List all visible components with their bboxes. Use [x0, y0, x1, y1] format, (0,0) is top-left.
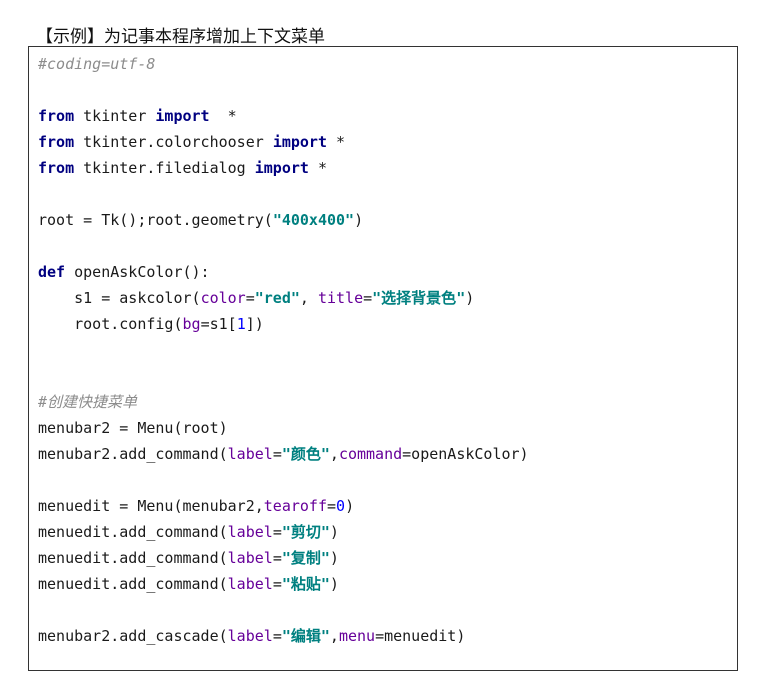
keyword-token: import	[254, 159, 309, 177]
kwarg-token: label	[227, 445, 273, 463]
number-token: 1	[236, 315, 246, 333]
code-line: menuedit.add_command(label="粘贴")	[38, 571, 529, 597]
keyword-token: from	[38, 133, 75, 151]
code-line: menuedit.add_command(label="剪切")	[38, 519, 529, 545]
code-line: from tkinter.colorchooser import *	[38, 129, 529, 155]
code-line: menuedit.add_command(label="复制")	[38, 545, 529, 571]
code-line: menuedit = Menu(menubar2,tearoff=0)	[38, 493, 529, 519]
code-token: )	[329, 575, 339, 593]
keyword-token: def	[38, 263, 66, 281]
code-line: menubar2.add_cascade(label="编辑",menu=men…	[38, 623, 529, 649]
code-token: menubar2.add_command(	[38, 445, 228, 463]
code-token: =	[272, 627, 282, 645]
keyword-token: from	[38, 159, 75, 177]
kwarg-token: label	[227, 549, 273, 567]
string-token: "选择背景色"	[372, 289, 466, 307]
string-token: "red"	[254, 289, 300, 307]
code-token: *	[327, 133, 346, 151]
code-token: =openAskColor)	[402, 445, 529, 463]
code-token: *	[308, 159, 327, 177]
kwarg-token: bg	[182, 315, 201, 333]
keyword-token: import	[272, 133, 327, 151]
code-line: menubar2 = Menu(root)	[38, 415, 529, 441]
kwarg-token: command	[338, 445, 403, 463]
code-token: tkinter.filedialog	[74, 159, 255, 177]
code-token: menubar2 = Menu(root)	[38, 419, 228, 437]
code-token: menuedit.add_command(	[38, 549, 228, 567]
code-token: )	[345, 497, 355, 515]
kwarg-token: color	[200, 289, 246, 307]
code-line	[38, 77, 529, 103]
code-token: =	[272, 575, 282, 593]
string-token: "剪切"	[281, 523, 330, 541]
code-line: root.config(bg=s1[1])	[38, 311, 529, 337]
code-line	[38, 467, 529, 493]
code-line: from tkinter import *	[38, 103, 529, 129]
string-token: "粘贴"	[281, 575, 330, 593]
code-listing: #coding=utf-8 from tkinter import *from …	[38, 51, 529, 649]
comment-token: #coding=utf-8	[38, 55, 156, 73]
code-token: =menuedit)	[375, 627, 466, 645]
code-token: openAskColor():	[65, 263, 210, 281]
comment-token: #创建快捷菜单	[38, 393, 138, 411]
code-token: )	[354, 211, 364, 229]
code-token: menuedit.add_command(	[38, 575, 228, 593]
code-line: root = Tk();root.geometry("400x400")	[38, 207, 529, 233]
code-token: =	[363, 289, 373, 307]
code-line: menubar2.add_command(label="颜色",command=…	[38, 441, 529, 467]
string-token: "编辑"	[281, 627, 330, 645]
code-token: menuedit = Menu(menubar2,	[38, 497, 264, 515]
code-line: def openAskColor():	[38, 259, 529, 285]
kwarg-token: label	[227, 627, 273, 645]
code-token: menubar2.add_cascade(	[38, 627, 228, 645]
code-line	[38, 363, 529, 389]
string-token: "复制"	[281, 549, 330, 567]
code-token: =	[272, 445, 282, 463]
code-token: *	[209, 107, 237, 125]
code-token: menuedit.add_command(	[38, 523, 228, 541]
code-line	[38, 597, 529, 623]
code-line	[38, 337, 529, 363]
code-block: #coding=utf-8 from tkinter import *from …	[28, 46, 738, 671]
number-token: 0	[336, 497, 346, 515]
code-line	[38, 181, 529, 207]
code-token: ,	[299, 289, 318, 307]
code-line: s1 = askcolor(color="red", title="选择背景色"…	[38, 285, 529, 311]
code-token: tkinter	[74, 107, 156, 125]
code-token: =	[272, 549, 282, 567]
kwarg-token: menu	[338, 627, 376, 645]
code-line: #coding=utf-8	[38, 51, 529, 77]
code-token: ])	[245, 315, 264, 333]
code-token: s1 = askcolor(	[38, 289, 201, 307]
code-token: ,	[329, 627, 339, 645]
code-token: tkinter.colorchooser	[74, 133, 273, 151]
keyword-token: import	[155, 107, 210, 125]
code-token: =	[272, 523, 282, 541]
kwarg-token: tearoff	[263, 497, 327, 515]
code-line: #创建快捷菜单	[38, 389, 529, 415]
string-token: "颜色"	[281, 445, 330, 463]
code-token: =	[245, 289, 255, 307]
string-token: "400x400"	[272, 211, 355, 229]
code-token: =	[327, 497, 337, 515]
kwarg-token: label	[227, 523, 273, 541]
code-line	[38, 233, 529, 259]
code-token: ,	[329, 445, 339, 463]
code-token: )	[465, 289, 475, 307]
code-token: root.config(	[38, 315, 183, 333]
code-token: )	[329, 549, 339, 567]
code-token: )	[329, 523, 339, 541]
kwarg-token: label	[227, 575, 273, 593]
kwarg-token: title	[317, 289, 364, 307]
code-token: root = Tk();root.geometry(	[38, 211, 273, 229]
code-token: =s1[	[200, 315, 237, 333]
example-caption: 【示例】为记事本程序增加上下文菜单	[36, 27, 325, 47]
code-line: from tkinter.filedialog import *	[38, 155, 529, 181]
keyword-token: from	[38, 107, 75, 125]
